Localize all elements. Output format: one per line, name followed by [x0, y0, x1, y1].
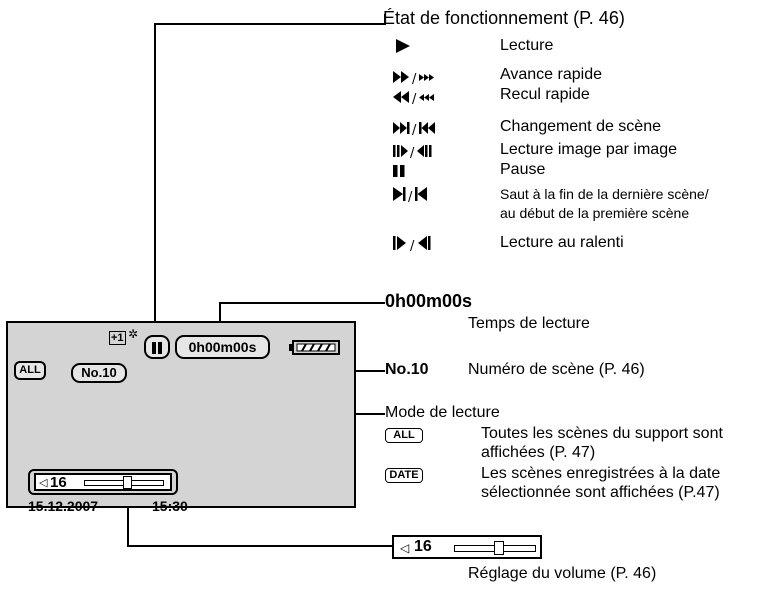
date-badge: DATE: [385, 468, 423, 483]
svg-text:/: /: [410, 146, 415, 161]
date-text-2: sélectionnée sont affichées (P.47): [481, 484, 720, 501]
label-pause: Pause: [500, 161, 546, 178]
scene-number-label: Numéro de scène (P. 46): [468, 361, 645, 378]
slow-motion-icon: /: [393, 236, 431, 254]
fast-forward-icon: /: [393, 71, 434, 87]
volume-detail-value: 16: [414, 538, 432, 555]
volume-detail-box: ◁ 16: [392, 535, 542, 559]
date-text-1: Les scènes enregistrées à la date: [481, 465, 721, 482]
playback-time-value: 0h00m00s: [385, 291, 473, 311]
play-icon: [396, 39, 410, 53]
volume-label: Réglage du volume (P. 46): [468, 565, 657, 582]
rewind-icon: /: [393, 91, 434, 107]
screen-time: 15:30: [152, 498, 188, 514]
volume-knob: [494, 541, 504, 555]
screen-volume-box: ◁ 16: [28, 469, 178, 495]
operation-icons: / / / / /: [393, 39, 435, 254]
label-play: Lecture: [500, 37, 554, 54]
label-frame-by-frame: Lecture image par image: [500, 141, 677, 158]
svg-text:/: /: [410, 239, 415, 254]
label-rewind: Recul rapide: [500, 86, 590, 103]
jump-end-start-icon: /: [393, 187, 427, 205]
screen-pause-icon: [152, 342, 162, 354]
scene-number-value: No.10: [385, 361, 429, 378]
frame-by-frame-icon: /: [393, 145, 432, 161]
scene-pill: No.10: [71, 363, 127, 383]
playback-mode-heading: Mode de lecture: [385, 404, 500, 421]
callout-line-status: [154, 14, 386, 333]
label-jump-2: au début de la première scène: [500, 205, 690, 221]
label-slow-motion: Lecture au ralenti: [500, 234, 624, 251]
svg-text:/: /: [412, 92, 417, 107]
screen-volume-value: 16: [50, 474, 67, 491]
time-pill: 0h00m00s: [175, 335, 270, 359]
label-fast-forward: Avance rapide: [500, 66, 602, 83]
speaker-icon: ◁: [400, 541, 410, 555]
label-jump-1: Saut à la fin de la dernière scène/: [500, 186, 709, 202]
battery-icon: [289, 340, 340, 355]
operation-status-heading: État de fonctionnement (P. 46): [383, 8, 625, 28]
backlight-icon: ✲: [128, 327, 139, 341]
all-text-1: Toutes les scènes du support sont: [481, 425, 723, 442]
all-text-2: affichées (P. 47): [481, 444, 596, 461]
all-badge: ALL: [385, 428, 423, 443]
screen-volume-knob: [122, 476, 132, 489]
svg-text:/: /: [408, 190, 413, 205]
playback-time-label: Temps de lecture: [468, 315, 590, 332]
label-skip-scene: Changement de scène: [500, 118, 661, 135]
screen-mode-badge: ALL: [14, 361, 46, 380]
screen-speaker-icon: ◁: [39, 477, 48, 489]
pause-icon: [393, 165, 405, 177]
exposure-badge: +1: [109, 331, 126, 345]
skip-scene-icon: /: [393, 122, 435, 138]
screen-volume-inner: ◁ 16: [34, 473, 172, 491]
svg-text:/: /: [412, 123, 417, 138]
camera-screen: +1 ✲ 0h00m00s ALL No.10 ◁ 16 15.12.2007 …: [6, 321, 356, 514]
pause-status-pill: [144, 335, 170, 359]
svg-text:/: /: [412, 72, 417, 87]
screen-date: 15.12.2007: [28, 498, 99, 514]
callout-line-volume: [127, 493, 392, 547]
